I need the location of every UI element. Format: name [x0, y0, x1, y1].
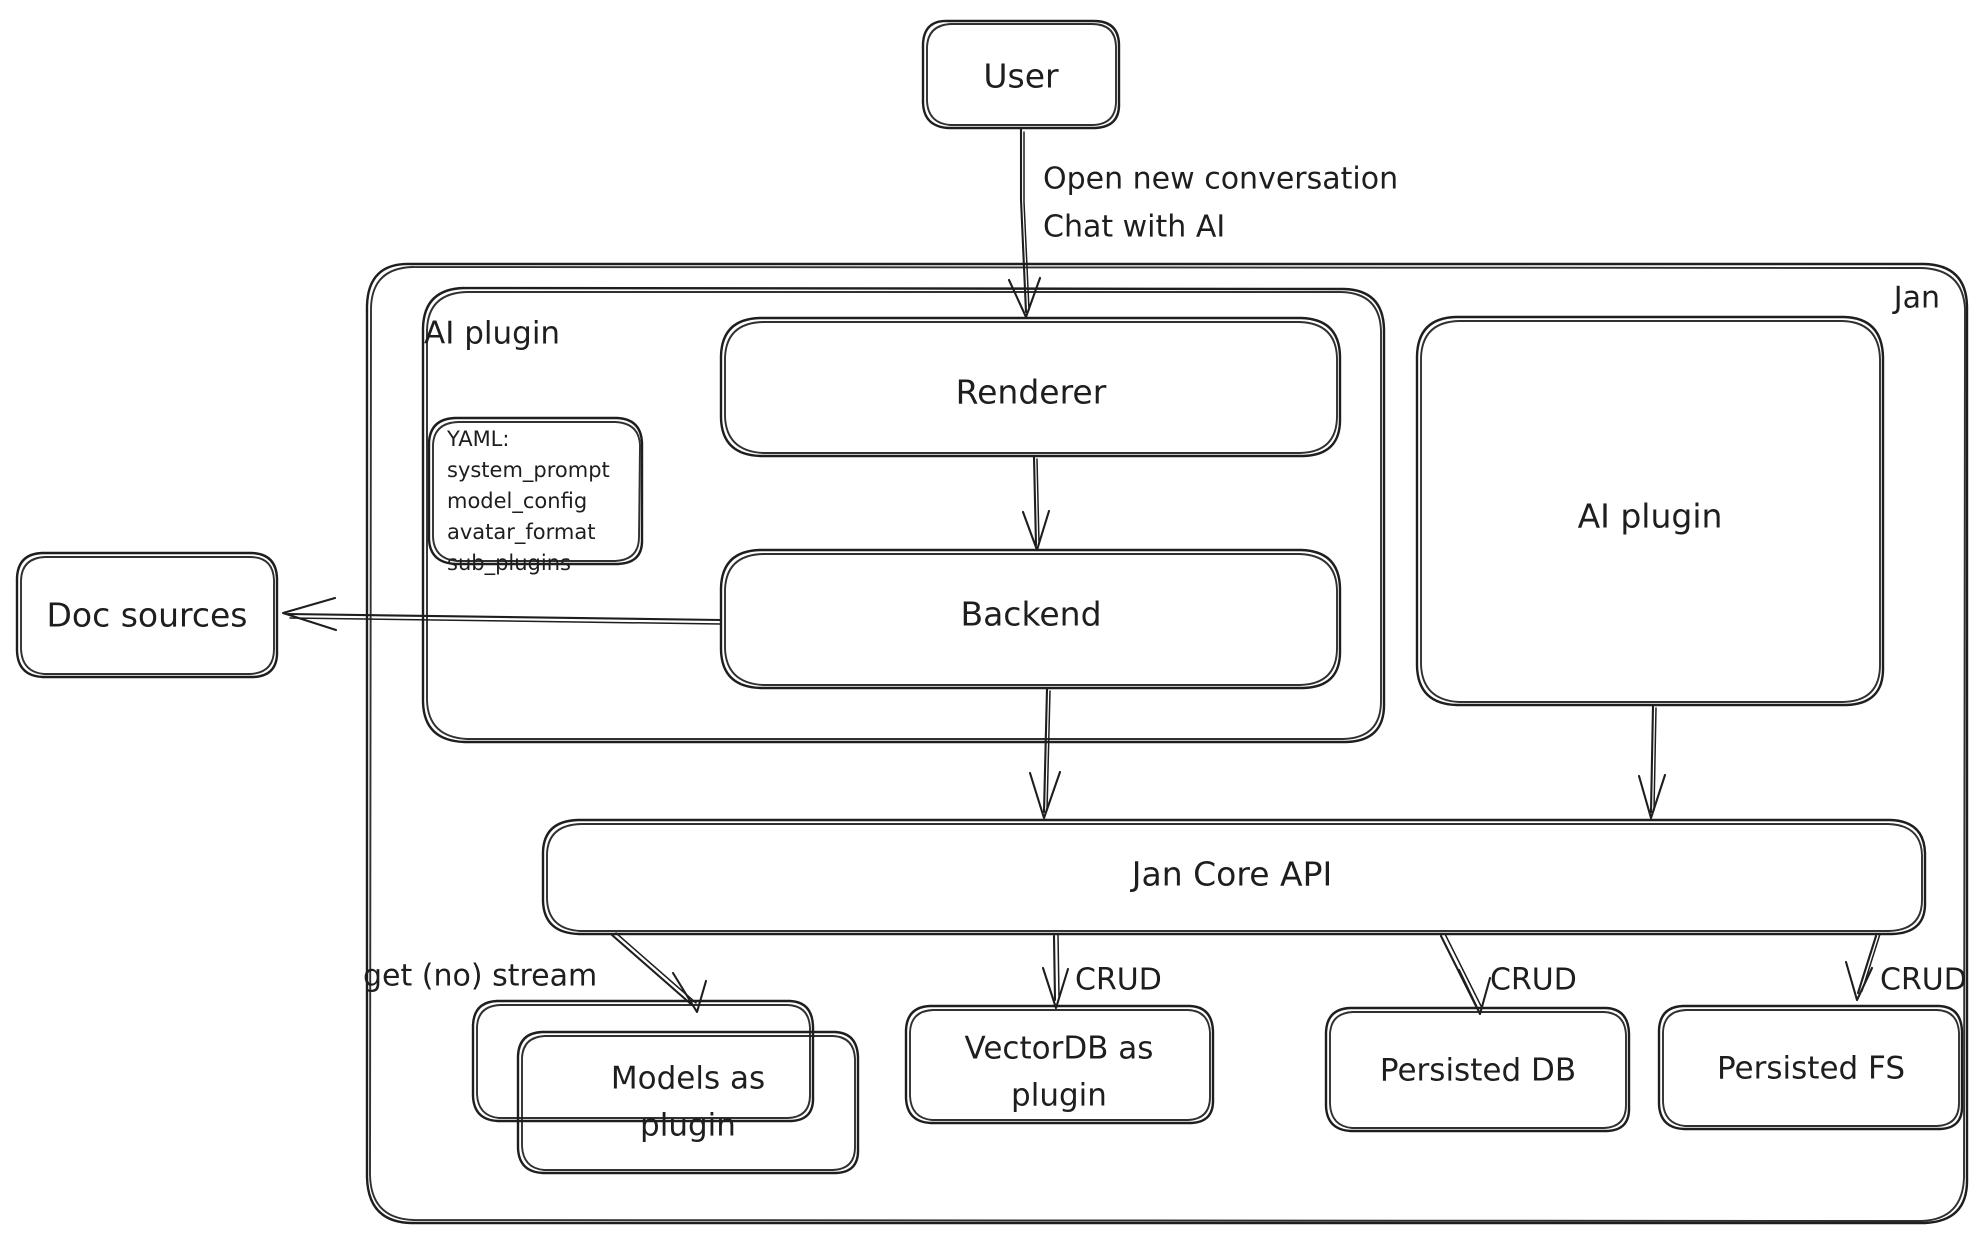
backend-node[interactable]: [719, 548, 1342, 690]
ai-plugin-right-node-label: AI plugin: [1578, 497, 1723, 536]
ai-plugin-group-container: [421, 286, 1386, 744]
yaml-card-item: system_prompt: [447, 458, 610, 483]
edge-core-to-persisted-fs-label: CRUD: [1880, 963, 1967, 998]
models-plugin-node[interactable]: [516, 1030, 860, 1175]
models-plugin-node-label-2: plugin: [640, 1108, 736, 1144]
vectordb-plugin-node-label-1: VectorDB as: [965, 1031, 1154, 1067]
edge-core-to-vectordb: [1041, 933, 1070, 1010]
persisted-fs-node-label: Persisted FS: [1717, 1051, 1905, 1087]
renderer-node[interactable]: [719, 316, 1342, 458]
yaml-card-item: model_config: [447, 489, 587, 514]
vectordb-plugin-node-label-2: plugin: [1011, 1078, 1107, 1114]
edge-user-to-renderer-label-2: Chat with AI: [1043, 210, 1225, 245]
edge-core-to-vectordb-label: CRUD: [1075, 963, 1162, 998]
persisted-db-node-label: Persisted DB: [1380, 1053, 1576, 1089]
edge-renderer-to-backend: [1021, 455, 1051, 552]
yaml-card-item: sub_plugins: [447, 551, 571, 576]
backend-node-label: Backend: [960, 595, 1101, 634]
renderer-node-label: Renderer: [956, 373, 1107, 412]
yaml-card-heading: YAML:: [446, 427, 509, 451]
edge-backend-to-core: [1028, 687, 1062, 820]
jan-container-label: Jan: [1892, 281, 1940, 316]
ai-plugin-right-node[interactable]: [1415, 315, 1885, 707]
edge-core-to-models-label: get (no) stream: [363, 959, 597, 994]
doc-sources-node-label: Doc sources: [46, 596, 247, 635]
edge-core-to-persisted-db-label: CRUD: [1490, 963, 1577, 998]
yaml-card-item: avatar_format: [447, 520, 595, 545]
user-node-label: User: [983, 57, 1059, 96]
jan-core-api-node[interactable]: [541, 818, 1927, 936]
jan-core-api-node-label: Jan Core API: [1130, 855, 1332, 894]
ai-plugin-group-label: AI plugin: [424, 316, 560, 352]
persisted-fs-node[interactable]: [1657, 1004, 1964, 1131]
edge-ai-plugin-right-to-core: [1637, 704, 1667, 820]
jan-container: [365, 262, 1969, 1225]
models-plugin-node-back: [471, 999, 815, 1123]
edge-core-to-persisted-fs: [1844, 933, 1881, 1002]
edge-user-to-renderer-label-1: Open new conversation: [1043, 162, 1398, 197]
vectordb-plugin-node[interactable]: [904, 1004, 1215, 1125]
persisted-db-node[interactable]: [1324, 1006, 1631, 1133]
models-plugin-node-label-1: Models as: [611, 1061, 765, 1097]
doc-sources-node[interactable]: [15, 551, 279, 679]
edge-core-to-models: [610, 932, 708, 1014]
edge-backend-to-doc-sources: [281, 596, 723, 632]
user-node[interactable]: [921, 19, 1121, 130]
yaml-card: [427, 416, 644, 566]
edge-core-to-persisted-db: [1439, 933, 1492, 1016]
